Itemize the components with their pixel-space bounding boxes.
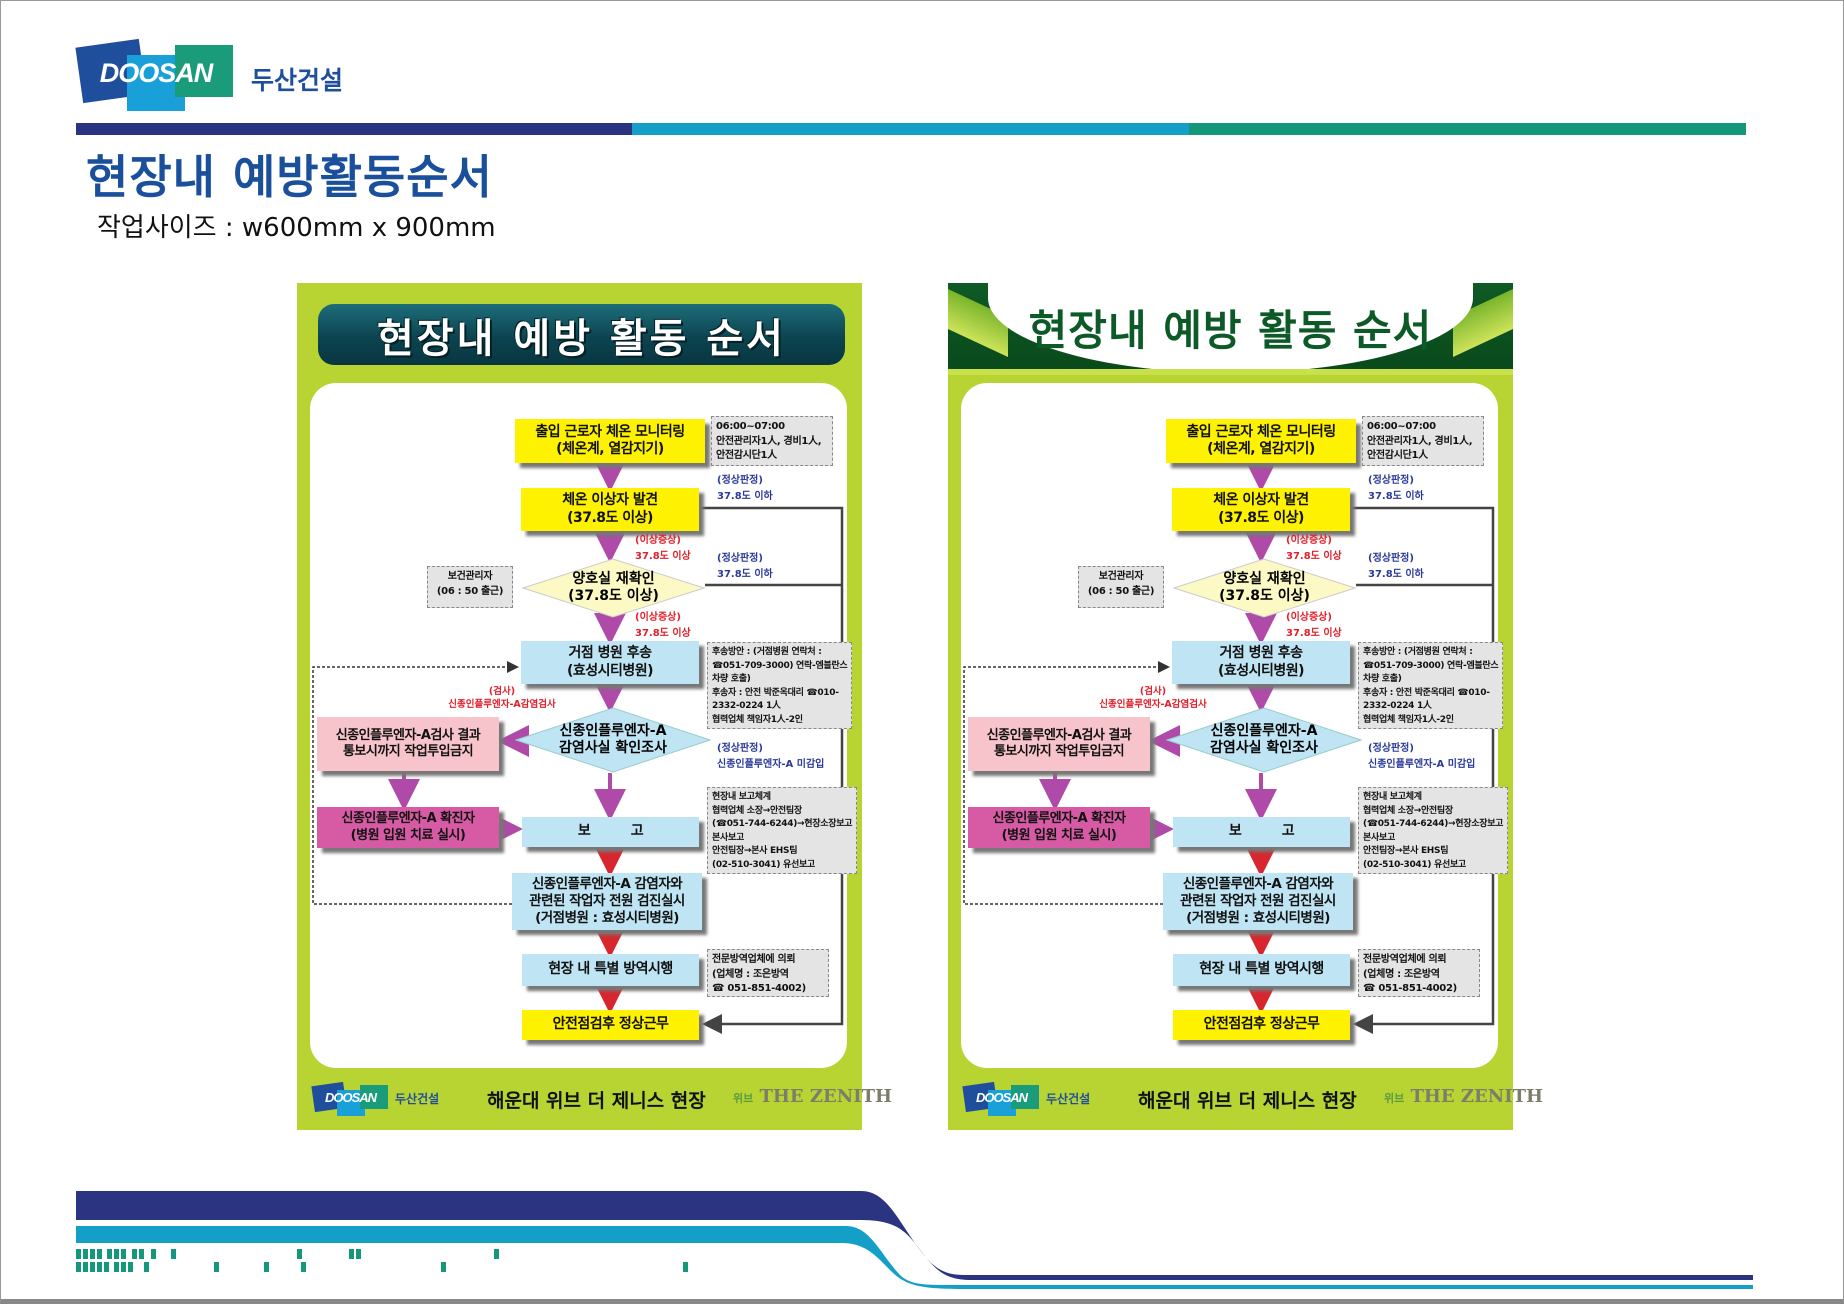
doosan-logo: DOOSAN	[962, 1081, 1039, 1116]
step-fever-detected: 체온 이상자 발견(37.8도 이상)	[521, 488, 699, 531]
logo-text: DOOSAN	[99, 57, 214, 88]
arrow-normal-return	[1350, 506, 1495, 1034]
company-name: 두산건설	[395, 1092, 440, 1106]
label-normal-1: (정상판정)37.8도 이하	[1368, 475, 1424, 502]
company-name: 두산건설	[251, 66, 344, 95]
arrow-normal-return	[699, 506, 844, 1034]
label-abnormal-2: (이상증상)37.8도 이상	[1286, 612, 1342, 639]
step-disinfection: 현장 내 특별 방역시행	[1173, 954, 1350, 986]
label-normal-1: (정상판정)37.8도 이하	[717, 475, 773, 502]
doosan-logo: DOOSAN	[311, 1081, 388, 1116]
poster-title-banner: 현장내 예방 활동 순서	[318, 304, 845, 365]
label-normal-2: (정상판정)37.8도 이하	[1368, 553, 1424, 580]
decision-infirmary-recheck: 양호실 재확인(37.8도 이상)	[1173, 558, 1356, 618]
step-hospital-transfer: 거점 병원 후송(효성시티병원)	[1172, 641, 1350, 684]
poster-title-banner: 현장내 예방 활동 순서	[948, 283, 1513, 375]
decision-infirmary-recheck: 양호실 재확인(37.8도 이상)	[522, 558, 705, 618]
arrow-checkup-loop	[963, 661, 1170, 905]
step-disinfection: 현장 내 특별 방역시행	[522, 954, 699, 986]
the-zenith-logo: 위브 THE ZENITH	[733, 1086, 893, 1107]
info-health-manager: 보건관리자(06 : 50 출근)	[427, 566, 513, 608]
poster-variant-b: 현장내 예방 활동 순서 출입 근로자 체온 모니터링(체온계, 열감지기) 체…	[948, 283, 1543, 1130]
info-disinfection-vendor: 전문방역업체에 의뢰(업체명 : 조은방역☎ 051-851-4002)	[707, 949, 829, 997]
step-temperature-monitoring: 출입 근로자 체온 모니터링(체온계, 열감지기)	[1166, 419, 1356, 463]
step-confirmed-case: 신종인플루엔자-A 확진자(병원 입원 치료 실시)	[968, 807, 1150, 848]
label-test: (검사)신종인플루엔자-A감염검사	[1099, 686, 1207, 711]
label-abnormal-1: (이상증상)37.8도 이상	[635, 535, 691, 562]
step-temperature-monitoring: 출입 근로자 체온 모니터링(체온계, 열감지기)	[515, 419, 705, 463]
info-disinfection-vendor: 전문방역업체에 의뢰(업체명 : 조은방역☎ 051-851-4002)	[1358, 949, 1480, 997]
header-bar-cyan	[632, 123, 1189, 135]
page-subtitle: 작업사이즈 : w600mm x 900mm	[97, 213, 496, 243]
flow-connectors	[312, 460, 844, 1034]
info-transfer-plan: 후송방안 : (거점병원 연락처 :☎051-709-3000) 연락-엠블란스…	[1358, 642, 1504, 729]
step-report: 보 고	[522, 817, 699, 847]
label-normal-3: (정상판정)신종인플루엔자-A 미감입	[717, 743, 825, 770]
label-normal-3: (정상판정)신종인플루엔자-A 미감입	[1368, 743, 1476, 770]
step-confirmed-case: 신종인플루엔자-A 확진자(병원 입원 치료 실시)	[317, 807, 499, 848]
poster-variant-a: 현장내 예방 활동 순서 출입 근로자 체온 모니터링(체온계, 열감지기) 체…	[297, 283, 892, 1130]
step-fever-detected: 체온 이상자 발견(37.8도 이상)	[1172, 488, 1350, 531]
poster-title: 현장내 예방 활동 순서	[1028, 306, 1433, 355]
info-transfer-plan: 후송방안 : (거점병원 연락처 :☎051-709-3000) 연락-엠블란스…	[707, 642, 853, 729]
flow-connectors	[963, 460, 1495, 1034]
site-name: 해운대 위브 더 제니스 현장	[1138, 1090, 1357, 1112]
info-health-manager: 보건관리자(06 : 50 출근)	[1078, 566, 1164, 608]
step-resume-work: 안전점검후 정상근무	[1173, 1010, 1350, 1040]
dot-pattern	[76, 1249, 688, 1272]
page-title: 현장내 예방활동순서	[86, 150, 493, 204]
doosan-logo: DOOSAN	[75, 38, 233, 111]
header-bar-navy	[76, 123, 632, 135]
site-name: 해운대 위브 더 제니스 현장	[487, 1090, 706, 1112]
poster-title: 현장내 예방 활동 순서	[377, 315, 786, 362]
label-abnormal-1: (이상증상)37.8도 이상	[1286, 535, 1342, 562]
poster-footer: DOOSAN 두산건설 해운대 위브 더 제니스 현장 위브 THE ZENIT…	[297, 1078, 892, 1118]
the-zenith-logo: 위브 THE ZENITH	[1384, 1086, 1544, 1107]
company-name: 두산건설	[1046, 1092, 1091, 1106]
label-abnormal-2: (이상증상)37.8도 이상	[635, 612, 691, 639]
step-report: 보 고	[1173, 817, 1350, 847]
label-normal-2: (정상판정)37.8도 이하	[717, 553, 773, 580]
step-hospital-transfer: 거점 병원 후송(효성시티병원)	[521, 641, 699, 684]
step-resume-work: 안전점검후 정상근무	[522, 1010, 699, 1040]
label-test: (검사)신종인플루엔자-A감염검사	[448, 686, 556, 711]
arrow-checkup-loop	[312, 661, 519, 905]
header-bar-green	[1189, 123, 1746, 135]
poster-footer: DOOSAN 두산건설 해운대 위브 더 제니스 현장 위브 THE ZENIT…	[948, 1078, 1543, 1118]
